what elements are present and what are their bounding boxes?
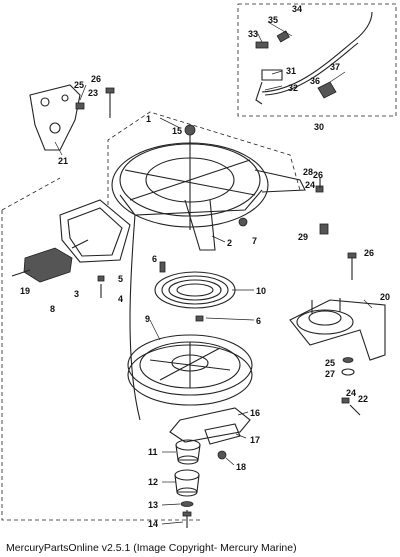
callout-2: 2 [227,238,232,248]
callout-6b: 6 [256,316,261,326]
callout-10: 10 [256,286,266,296]
callout-18: 18 [236,462,246,472]
callout-24b: 24 [346,388,356,398]
callout-8: 8 [50,304,55,314]
rewind-spring [154,271,236,309]
drive-cup-stack [174,439,201,528]
callout-29: 29 [298,232,308,242]
callout-31: 31 [286,66,296,76]
callout-22: 22 [358,394,368,404]
callout-19: 19 [20,286,30,296]
starter-housing [111,124,306,251]
callout-23: 23 [88,88,98,98]
callout-26a: 26 [91,74,101,84]
callout-14: 14 [148,519,158,529]
callout-34: 34 [292,4,302,14]
callout-9: 9 [145,314,150,324]
callout-labels: 1 2 3 4 5 6 6 7 8 9 10 11 12 13 14 15 16… [20,4,390,529]
callout-13: 13 [148,500,158,510]
bracket-part [29,84,81,151]
callout-37: 37 [330,62,340,72]
callout-1: 1 [146,114,151,124]
callout-24a: 24 [305,180,315,190]
starter-handle [11,199,131,283]
callout-17: 17 [250,435,260,445]
callout-15: 15 [172,126,182,136]
callout-12: 12 [148,477,158,487]
cable-assembly-inset [237,3,397,117]
callout-7: 7 [252,236,257,246]
callout-30: 30 [314,122,324,132]
mounting-bracket [289,298,386,361]
callout-21: 21 [58,156,68,166]
callout-28: 28 [303,167,313,177]
callout-36: 36 [310,76,320,86]
recoil-starter-exploded-diagram: 1 2 3 4 5 6 6 7 8 9 10 11 12 13 14 15 16… [1,3,397,529]
callout-25b: 25 [325,358,335,368]
callout-33: 33 [248,29,258,39]
callout-5: 5 [118,274,123,284]
callout-3: 3 [74,289,79,299]
callout-11: 11 [148,447,158,457]
callout-27: 27 [325,369,335,379]
callout-32: 32 [288,83,298,93]
callout-26c: 26 [313,170,323,180]
callout-16: 16 [250,408,260,418]
callout-26b: 26 [364,248,374,258]
callout-25a: 25 [74,80,84,90]
callout-20: 20 [380,292,390,302]
rope-pulley [127,334,253,406]
callout-4: 4 [118,294,123,304]
callout-6a: 6 [152,254,157,264]
copyright-caption: MercuryPartsOnline v2.5.1 (Image Copyrig… [6,542,297,554]
callout-35: 35 [268,15,278,25]
